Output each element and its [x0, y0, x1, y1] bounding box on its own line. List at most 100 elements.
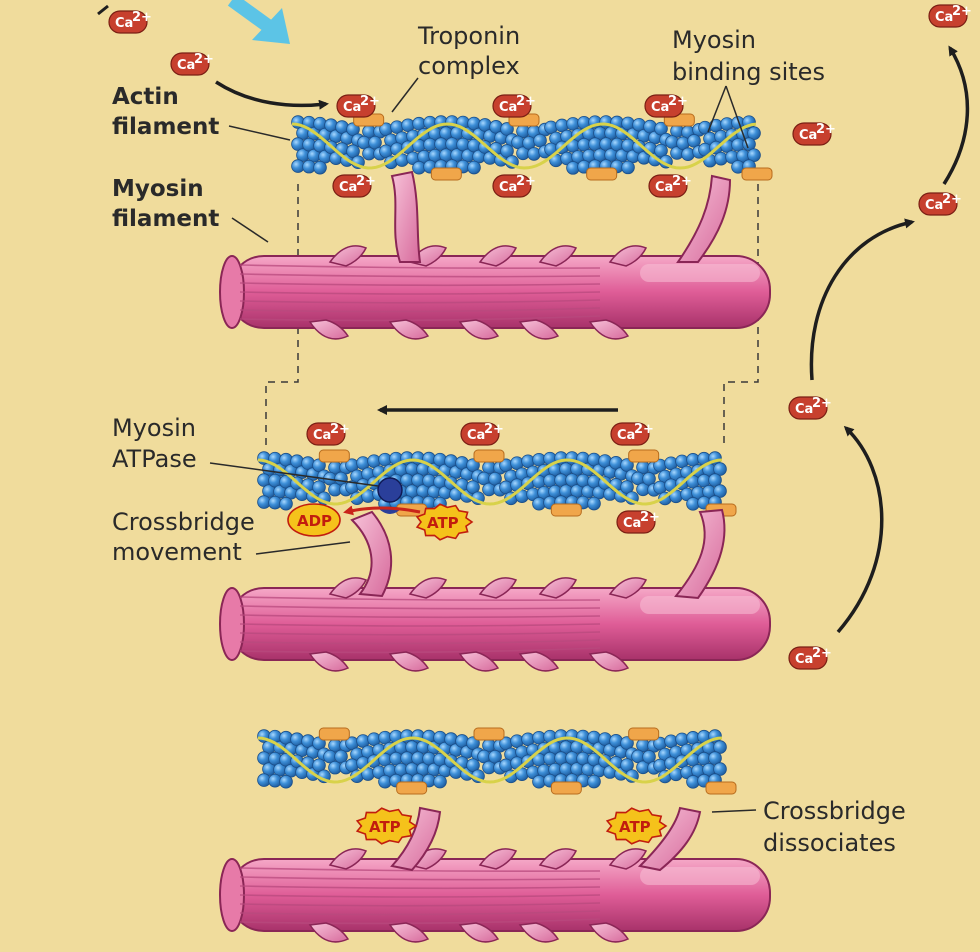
calcium-return-arrow: [811, 222, 912, 380]
troponin-complex: [742, 168, 772, 180]
svg-text:ATP: ATP: [427, 514, 459, 532]
svg-text:2+: 2+: [672, 174, 692, 189]
adp-molecule: ADP: [288, 504, 340, 536]
edge-arrow: [98, 6, 108, 14]
svg-text:2+: 2+: [952, 4, 972, 19]
myosin-binding-sites-label: Myosin: [672, 26, 756, 54]
actin-filament-label: Actin: [112, 84, 179, 110]
svg-text:2+: 2+: [812, 646, 832, 661]
svg-text:2+: 2+: [360, 94, 380, 109]
svg-text:Ca: Ca: [177, 58, 195, 73]
leader-line: [712, 810, 756, 812]
troponin-complex: [474, 728, 504, 740]
troponin-complex: [474, 450, 504, 462]
svg-text:Ca: Ca: [467, 428, 485, 443]
calcium-ion: Ca2+: [333, 174, 376, 197]
svg-text:2+: 2+: [640, 510, 660, 525]
atp-molecule: ATP: [417, 504, 472, 540]
troponin-complex: [629, 450, 659, 462]
calcium-ion: Ca2+: [919, 192, 962, 215]
troponin-complex: [551, 782, 581, 794]
svg-text:Ca: Ca: [499, 100, 517, 115]
svg-text:ATP: ATP: [619, 818, 651, 836]
svg-text:2+: 2+: [356, 174, 376, 189]
actin-filaments: [258, 114, 772, 794]
atp-molecule: ATP: [357, 808, 416, 844]
atp-molecule: ATP: [607, 808, 666, 844]
calcium-ion: Ca2+: [789, 396, 832, 419]
myosin-atpase-label-2: ATPase: [112, 445, 197, 473]
calcium-ion: Ca2+: [307, 422, 350, 445]
svg-text:Ca: Ca: [935, 10, 953, 25]
svg-text:2+: 2+: [516, 174, 536, 189]
myosin-atpase-site: [378, 478, 402, 502]
calcium-inflow-arrow: [232, 0, 268, 26]
svg-text:2+: 2+: [330, 422, 350, 437]
troponin-complex: [397, 782, 427, 794]
svg-text:ADP: ADP: [297, 512, 332, 530]
svg-text:Ca: Ca: [795, 402, 813, 417]
calcium-ion: Ca2+: [109, 10, 152, 33]
calcium-ion: Ca2+: [611, 422, 654, 445]
leader-line: [256, 542, 350, 554]
calcium-ion: Ca2+: [649, 174, 692, 197]
svg-text:Ca: Ca: [313, 428, 331, 443]
troponin-complex: [431, 168, 461, 180]
svg-text:Ca: Ca: [651, 100, 669, 115]
myosin-crossbridge-head: [676, 510, 725, 598]
troponin-complex: [319, 728, 349, 740]
crossbridge-movement-label: Crossbridge: [112, 508, 255, 536]
calcium-ion: Ca2+: [793, 122, 836, 145]
svg-text:Ca: Ca: [339, 180, 357, 195]
svg-text:2+: 2+: [942, 192, 962, 207]
calcium-ion: Ca2+: [171, 52, 214, 75]
crossbridge-dissociates-label: Crossbridge: [763, 797, 906, 825]
svg-text:2+: 2+: [668, 94, 688, 109]
actin-filament: [258, 728, 736, 794]
svg-text:Ca: Ca: [617, 428, 635, 443]
svg-text:2+: 2+: [132, 10, 152, 25]
troponin-complex: [319, 450, 349, 462]
svg-text:Ca: Ca: [115, 16, 133, 31]
svg-text:2+: 2+: [194, 52, 214, 67]
calcium-ion: Ca2+: [789, 646, 832, 669]
leader-line: [232, 218, 268, 242]
svg-text:2+: 2+: [484, 422, 504, 437]
svg-text:Ca: Ca: [795, 652, 813, 667]
calcium-ion: Ca2+: [929, 4, 972, 27]
calcium-ion: Ca2+: [461, 422, 504, 445]
svg-text:Ca: Ca: [925, 198, 943, 213]
crossbridge-dissociates-label-2: dissociates: [763, 829, 896, 857]
svg-text:Ca: Ca: [343, 100, 361, 115]
actin-filament: [258, 450, 736, 516]
myosin-filament: [220, 849, 770, 942]
calcium-binding-arrow: [216, 82, 326, 105]
calcium-release-arrow: [838, 428, 882, 632]
myosin-binding-sites-label-2: binding sites: [672, 58, 825, 86]
troponin-complex: [706, 782, 736, 794]
svg-text:Ca: Ca: [799, 128, 817, 143]
svg-text:2+: 2+: [634, 422, 654, 437]
troponin-complex: [551, 504, 581, 516]
svg-text:ATP: ATP: [369, 818, 401, 836]
svg-text:2+: 2+: [516, 94, 536, 109]
calcium-reuptake-arrow: [944, 48, 967, 184]
svg-text:2+: 2+: [812, 396, 832, 411]
troponin-complex-label: Troponin: [417, 22, 520, 50]
svg-text:Ca: Ca: [623, 516, 641, 531]
troponin-complex: [587, 168, 617, 180]
calcium-ion: Ca2+: [493, 174, 536, 197]
svg-text:2+: 2+: [816, 122, 836, 137]
troponin-complex: [629, 728, 659, 740]
myosin-filament-label: Myosin: [112, 176, 204, 202]
troponin-complex-label-2: complex: [418, 52, 520, 80]
myosin-crossbridge-head: [392, 172, 420, 262]
myosin-atpase-label: Myosin: [112, 414, 196, 442]
svg-text:Ca: Ca: [499, 180, 517, 195]
myosin-filament-label-2: filament: [112, 206, 219, 232]
calcium-ion: Ca2+: [617, 510, 660, 533]
leader-line: [229, 126, 290, 140]
actin-filament: [292, 114, 772, 180]
